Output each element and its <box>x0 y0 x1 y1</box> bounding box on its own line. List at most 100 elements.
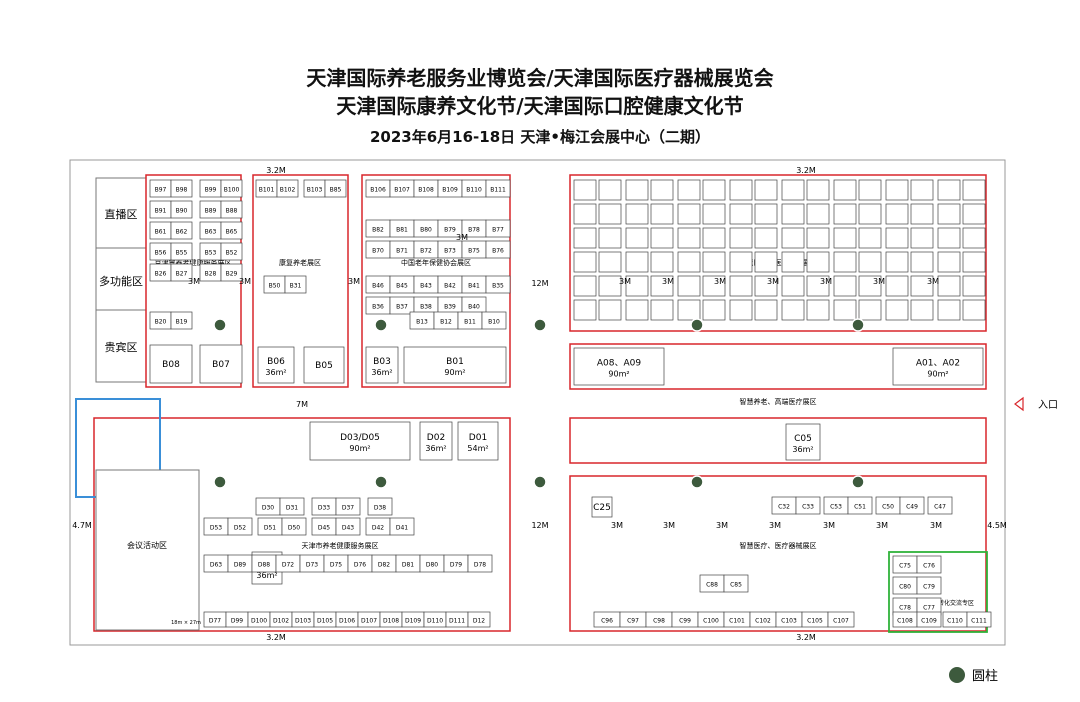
aisle-width-label: 3M <box>662 277 674 286</box>
booth <box>806 203 830 225</box>
booth-label: A01、A02 <box>916 359 960 369</box>
hall-outline <box>69 159 1006 646</box>
pillar-icon <box>949 667 965 683</box>
booth-label: D33 <box>318 505 330 512</box>
booth <box>335 517 361 536</box>
booth-size: 90m² <box>927 370 948 379</box>
booth-label: C25 <box>593 503 611 513</box>
booth-label: B85 <box>330 187 342 194</box>
booth <box>485 179 511 198</box>
booth-label: D89 <box>234 562 246 569</box>
booth <box>885 203 909 225</box>
booth <box>591 496 613 518</box>
booth <box>937 299 961 321</box>
booth <box>485 275 511 294</box>
booth-label: B03 <box>373 357 391 367</box>
zone-meeting-label: 会议活动区 <box>127 540 167 550</box>
booth-label: B42 <box>444 283 456 290</box>
booth <box>858 227 882 249</box>
booth-label: B55 <box>176 250 188 257</box>
booth-label: B40 <box>468 304 480 311</box>
booth <box>220 179 243 198</box>
booth <box>324 179 347 198</box>
booth <box>702 251 726 273</box>
booth <box>598 227 622 249</box>
booth-label: B01 <box>446 357 464 367</box>
aisle-width-label: 3M <box>823 521 835 530</box>
booth <box>729 179 753 201</box>
booth-size: 90m² <box>349 444 370 453</box>
booth <box>335 497 361 516</box>
booth-size: 90m² <box>608 370 629 379</box>
aisle-width-label: 3M <box>348 277 360 286</box>
booth-label: C97 <box>627 618 639 625</box>
zone-smart-mid-label: 智慧养老、高端医疗展区 <box>740 397 817 406</box>
booth-label: D50 <box>288 525 300 532</box>
event-date-venue: 2023年6月16-18日 天津•梅江会展中心（二期） <box>370 128 710 146</box>
booth <box>892 347 984 386</box>
booth <box>910 203 934 225</box>
booth <box>781 275 805 297</box>
booth <box>754 203 778 225</box>
booth-label: C111 <box>971 618 987 625</box>
booth-label: B107 <box>394 187 410 194</box>
aisle-width-label: 3M <box>767 277 779 286</box>
booth <box>827 611 855 628</box>
booth-label: B50 <box>269 283 281 290</box>
booth-label: B106 <box>370 187 386 194</box>
booth <box>962 179 986 201</box>
booth-label: D80 <box>426 562 438 569</box>
booth <box>806 179 830 201</box>
booth <box>858 179 882 201</box>
booth <box>257 346 295 384</box>
booth-label: C100 <box>703 618 719 625</box>
pillar-icon <box>374 318 388 332</box>
booth <box>598 299 622 321</box>
booth <box>910 179 934 201</box>
booth <box>858 203 882 225</box>
booth <box>170 311 193 330</box>
booth-label: B05 <box>315 361 333 371</box>
booth-label: B79 <box>444 227 456 234</box>
booth <box>754 275 778 297</box>
booth-label: D78 <box>474 562 486 569</box>
booth-label: D38 <box>374 505 386 512</box>
booth <box>781 203 805 225</box>
booth-label: B61 <box>155 229 167 236</box>
booth-label: D72 <box>282 562 294 569</box>
zone-smart-bottom <box>569 475 987 632</box>
booth <box>847 496 873 515</box>
pillar-icon <box>374 475 388 489</box>
booth-label: C78 <box>899 605 911 612</box>
booth <box>303 346 345 384</box>
booth <box>702 203 726 225</box>
booth <box>625 251 649 273</box>
booth <box>910 227 934 249</box>
booth-label: D52 <box>234 525 246 532</box>
dim-corridor-mid: 7M <box>296 400 308 409</box>
booth-label: B109 <box>442 187 458 194</box>
booth <box>170 200 193 219</box>
booth-label: C47 <box>934 504 946 511</box>
booth <box>199 344 243 384</box>
booth-label: C75 <box>899 563 911 570</box>
booth-label: D81 <box>402 562 414 569</box>
booth <box>833 227 857 249</box>
booth <box>281 517 307 536</box>
booth <box>754 179 778 201</box>
booth <box>650 275 674 297</box>
dim-bottom-left: 3.2M <box>266 633 286 642</box>
booth <box>962 203 986 225</box>
booth-label: B111 <box>490 187 506 194</box>
booth-size: 54m² <box>467 444 488 453</box>
booth-label: A08、A09 <box>597 359 641 369</box>
booth-label: B36 <box>372 304 384 311</box>
booth <box>833 179 857 201</box>
booth-label: B26 <box>155 271 167 278</box>
pillar-icon <box>851 318 865 332</box>
booth <box>170 221 193 240</box>
booth-label: C50 <box>882 504 894 511</box>
booth-label: C110 <box>947 618 963 625</box>
booth <box>419 421 453 461</box>
